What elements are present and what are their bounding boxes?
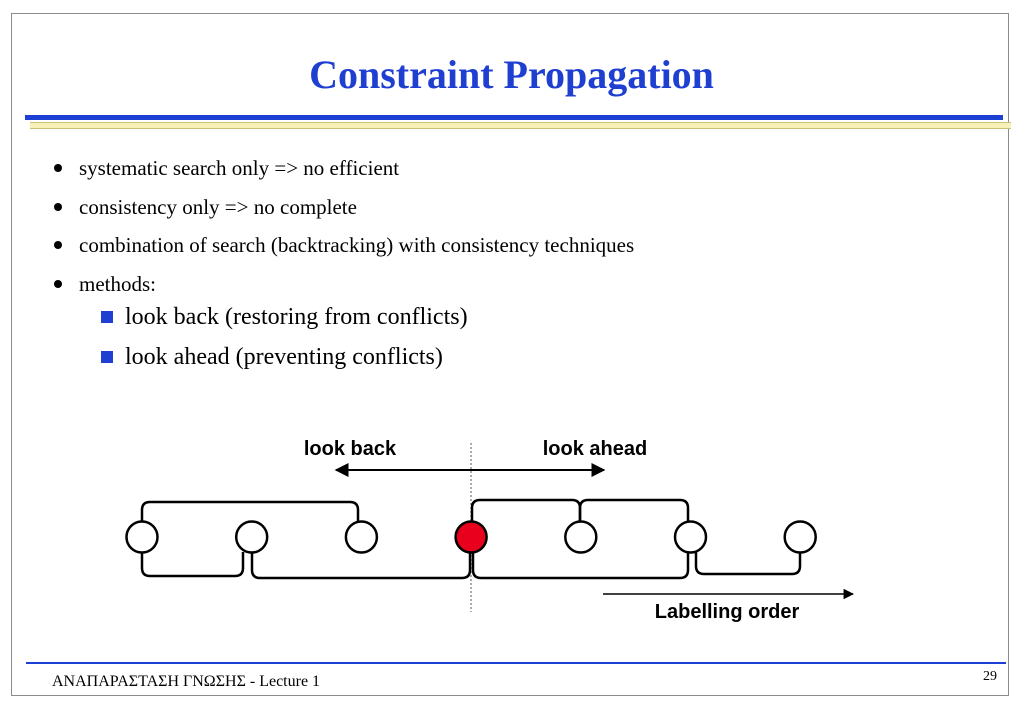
constraint-link [140,500,360,522]
look-back-label: look back [304,438,397,460]
constraint-link [250,552,472,580]
sub-bullet-item: look back (restoring from conflicts) [101,297,468,337]
variable-nodes [125,520,817,554]
variable-node [125,520,159,554]
title-accent-band [30,122,1011,129]
bullet-text: systematic search only => no efficient [79,156,400,180]
footer-rule [26,662,1006,664]
bullet-text: combination of search (backtracking) wit… [79,233,635,257]
variable-node [673,520,708,554]
constraint-link [578,498,690,522]
page-number: 29 [983,669,997,684]
square-bullet-icon [101,351,113,363]
variable-node [234,520,269,554]
look-ahead-label: look ahead [543,438,647,460]
variable-node [344,520,379,554]
bullet-item: systematic search only => no efficient [52,149,634,188]
sub-bullet-list: look back (restoring from conflicts) loo… [101,297,468,377]
title-rule [25,115,1003,120]
footer-course-title: ΑΝΑΠΑΡΑΣΤΑΣΗ ΓΝΩΣΗΣ - Lecture 1 [52,673,321,690]
bullet-text: methods: [79,271,156,296]
constraint-link [470,498,582,522]
constraint-link [694,552,802,576]
variable-node [564,520,598,554]
constraint-link [471,552,690,580]
sub-bullet-text: look back (restoring from conflicts) [125,304,468,330]
sub-bullet-item: look ahead (preventing conflicts) [101,337,468,377]
bullet-dot-icon [54,279,62,288]
constraint-link [140,552,245,578]
bullet-list: systematic search only => no efficient c… [52,149,634,303]
current-variable-node [454,520,488,554]
variable-node [783,520,817,554]
bullet-dot-icon [54,202,62,211]
bullet-item: combination of search (backtracking) wit… [52,226,634,265]
sub-bullet-text: look ahead (preventing conflicts) [125,344,443,370]
bullet-dot-icon [54,241,62,249]
bullet-text: consistency only => no complete [79,194,357,219]
slide-title: Constraint Propagation [309,52,714,97]
labelling-order-label: Labelling order [655,601,800,623]
bullet-item: methods: [52,265,634,304]
square-bullet-icon [101,311,113,323]
bullet-dot-icon [54,164,62,172]
bullet-item: consistency only => no complete [52,188,634,227]
